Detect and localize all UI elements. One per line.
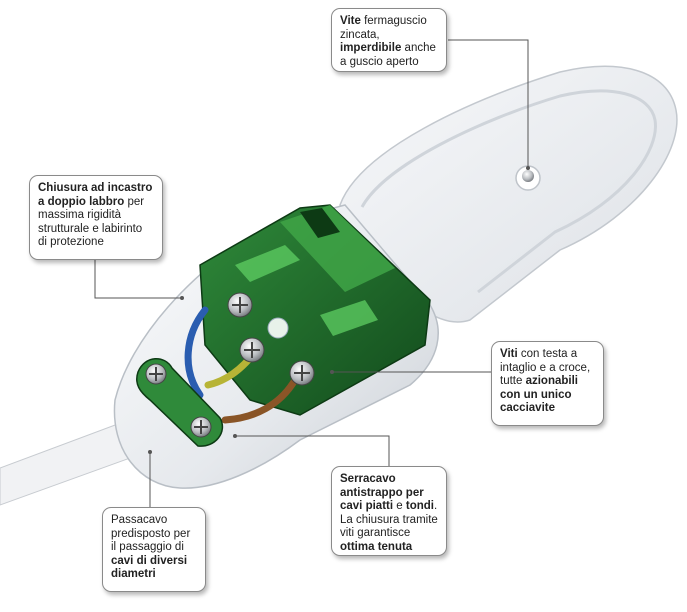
terminal-screw-icon bbox=[289, 360, 315, 386]
terminal-screw-icon bbox=[227, 292, 253, 318]
wire-brown bbox=[221, 376, 299, 424]
wire-blue bbox=[184, 306, 209, 399]
cable-clamp bbox=[136, 358, 224, 447]
callout-captive-screw: Vite fermaguscio zincata, imperdibile an… bbox=[331, 8, 447, 72]
terminal-block bbox=[199, 204, 431, 416]
leader-lines bbox=[94, 39, 529, 507]
open-lid bbox=[339, 65, 678, 323]
lid-rim bbox=[360, 89, 657, 294]
callout-universal-screws: Viti con testa a intaglio e a croce, tut… bbox=[491, 341, 604, 426]
callout-cable-clamp: Serracavo antistrappo per cavi piatti e … bbox=[331, 466, 447, 556]
center-pin bbox=[267, 317, 289, 339]
lid-screw-icon bbox=[515, 165, 541, 191]
callout-double-lip: Chiusura ad incastro a doppio labbro per… bbox=[29, 175, 163, 260]
terminal-screw-icon bbox=[239, 337, 265, 363]
callout-cable-passage: Passacavo predisposto per il passaggio d… bbox=[102, 507, 206, 592]
leader-dots bbox=[148, 166, 530, 454]
